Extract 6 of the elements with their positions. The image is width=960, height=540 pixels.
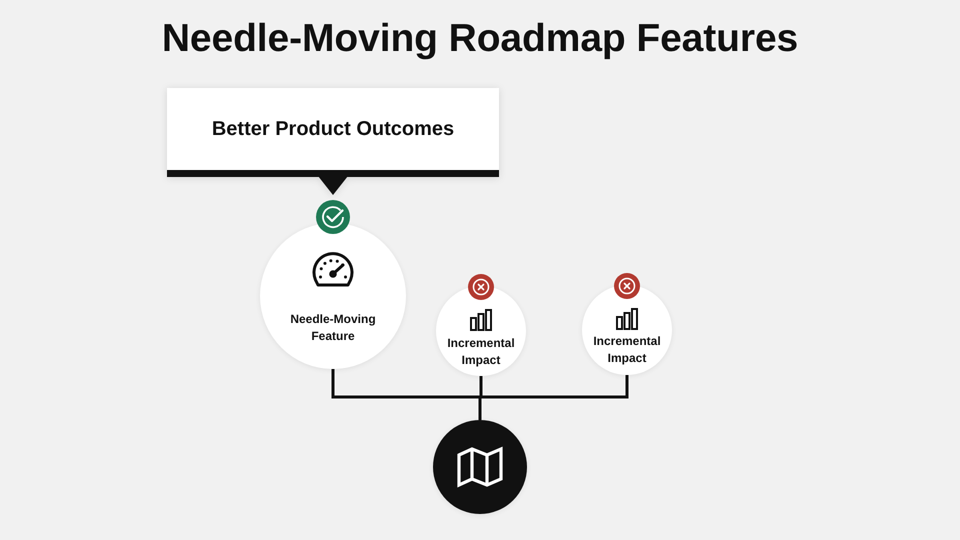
node-label: Incremental Impact <box>446 335 516 370</box>
callout-box <box>167 88 499 195</box>
node-label: Needle-Moving Feature <box>289 311 377 346</box>
callout-text: Better Product Outcomes <box>212 117 454 142</box>
diagram-title: Needle-Moving Roadmap Features <box>162 17 798 60</box>
node-label: Incremental Impact <box>592 333 662 368</box>
